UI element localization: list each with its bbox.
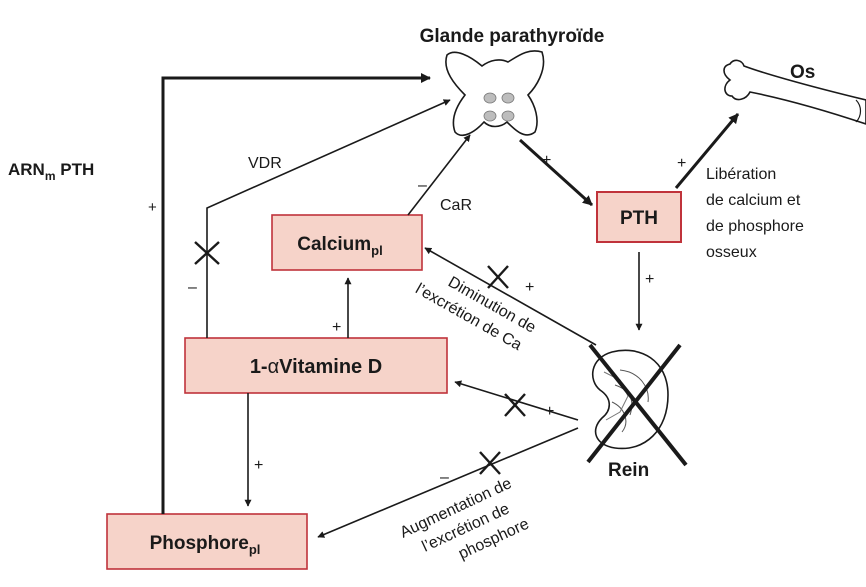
sign-plus-arn: + <box>148 199 157 216</box>
car-label: CaR <box>440 197 472 214</box>
arn-label: ARNm PTH <box>8 160 94 183</box>
bone-release-line-1: Libération <box>706 166 776 183</box>
svg-text:Calciumpl: Calciumpl <box>297 234 382 258</box>
kidney-to-phosphore-arrow <box>317 427 579 538</box>
diagram-title: Glande parathyroïde <box>420 26 605 47</box>
bone-release-text: Libération de calcium et de phosphore os… <box>706 166 808 261</box>
pth-box-label: PTH <box>620 208 658 229</box>
phosphore-cross-mark-icon <box>479 451 501 475</box>
bone-release-line-3: de phosphore <box>706 218 804 235</box>
bone-icon <box>723 59 866 125</box>
sign-plus-calcium: + <box>525 279 534 296</box>
sign-plus-vitd-phosphore: + <box>254 457 263 474</box>
bone-release-line-2: de calcium et <box>706 192 801 209</box>
sign-minus-car: – <box>418 177 427 194</box>
phosphore-box-label: Phosphore <box>150 533 249 554</box>
sign-plus-pth-kidney: + <box>645 271 654 288</box>
sign-minus-vdr: – <box>188 279 197 296</box>
kidney-to-vitamin-d-arrow <box>454 380 579 421</box>
kidney-cross-mark-icon <box>586 343 688 467</box>
phosphore-box: Phosphorepl <box>106 513 308 570</box>
vitamin-d-label: Vitamine D <box>279 356 382 378</box>
sign-plus-gland-pth: + <box>542 152 551 169</box>
gland-to-pth-arrow <box>518 138 594 207</box>
os-label: Os <box>790 62 815 83</box>
arn-subscript: m <box>45 169 56 183</box>
sign-plus-vitamin-d: + <box>545 403 554 420</box>
sign-plus-pth-bone: + <box>677 155 686 172</box>
vdr-label: VDR <box>248 155 282 172</box>
augmentation-text: Augmentation de l’excrétion de phosphore <box>398 473 537 581</box>
car-arrow <box>407 134 471 216</box>
pth-box: PTH <box>596 191 682 243</box>
vitamin-d-cross-mark-icon <box>504 393 526 417</box>
parathyroid-gland-icon <box>445 50 545 137</box>
svg-text:Phosphorepl: Phosphorepl <box>150 533 261 557</box>
arn-main: ARN <box>8 160 45 179</box>
phosphore-to-gland-arrow <box>161 73 431 514</box>
calcium-box-label: Calcium <box>297 234 371 255</box>
vitamin-d-prefix: 1- <box>250 356 268 378</box>
sign-minus-phosphore: – <box>440 469 449 486</box>
vdr-cross-mark-icon <box>194 241 220 265</box>
kidney-to-calcium-arrow <box>424 247 597 346</box>
vitamin-d-box: 1-αVitamine D <box>184 337 448 394</box>
vdr-arrow <box>206 99 451 338</box>
pth-to-bone-arrow <box>674 113 740 189</box>
phosphore-box-subscript: pl <box>249 542 261 557</box>
rein-label: Rein <box>608 460 649 481</box>
calcium-box-subscript: pl <box>371 243 383 258</box>
calcium-box: Calciumpl <box>271 214 423 271</box>
bone-release-line-4: osseux <box>706 244 757 261</box>
calcium-cross-mark-icon <box>487 265 509 289</box>
vitamin-d-alpha: α <box>268 356 280 378</box>
arn-rest: PTH <box>56 160 95 179</box>
svg-text:1-αVitamine D: 1-αVitamine D <box>250 356 382 378</box>
sign-plus-vitd-calcium: + <box>332 319 341 336</box>
